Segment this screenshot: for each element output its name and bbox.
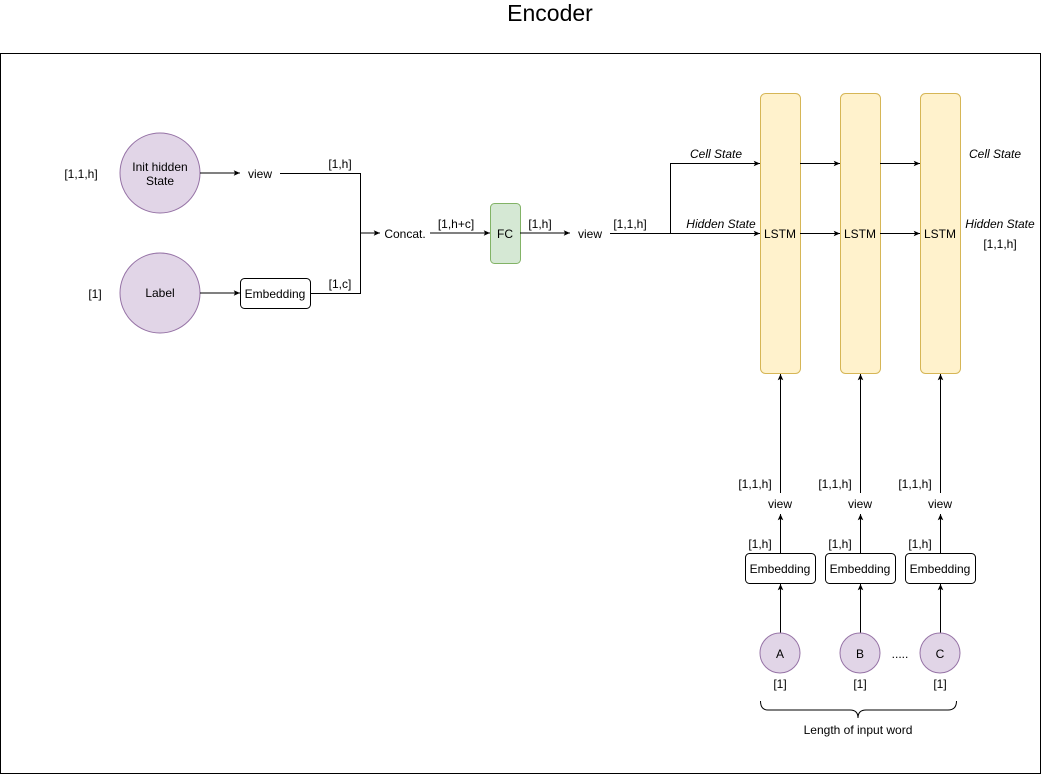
lstm-cell-1-label: LSTM [764, 227, 796, 241]
char-label-2: B [856, 647, 864, 661]
embedding-label-2: Embedding [830, 562, 891, 576]
lstm-cell-2: LSTM [840, 93, 881, 374]
embedding-box-1 [745, 553, 816, 584]
hidden-out-shape: [1,1,h] [983, 237, 1016, 251]
embedding-box-2 [825, 553, 896, 584]
embedding-shape-3: [1,h] [908, 537, 931, 551]
lstm-cell-3: LSTM [920, 93, 961, 374]
init-hidden-label-line2: State [146, 174, 174, 188]
embedding-shape-1: [1,h] [748, 537, 771, 551]
init-hidden-label-line1: Init hidden [132, 160, 187, 174]
char-label-3: C [936, 647, 945, 661]
view-label-2: view [848, 497, 872, 511]
char-circle-1 [759, 632, 801, 674]
length-brace [760, 700, 957, 719]
sequence-ellipsis: ..... [892, 647, 909, 661]
lstm-cell-1: LSTM [760, 93, 801, 374]
label-shape: [1] [88, 287, 101, 301]
embedding-shape-2: [1,h] [828, 537, 851, 551]
view-shape: [1,h] [328, 157, 351, 171]
view-to-lstm-cell-line [670, 160, 760, 233]
char-shape-3: [1] [933, 677, 946, 691]
lstm-cell-3-label: LSTM [924, 227, 956, 241]
embedding-label-1: Embedding [750, 562, 811, 576]
concat-shape: [1,h+c] [438, 217, 474, 231]
fc-shape: [1,h] [528, 217, 551, 231]
char-shape-2: [1] [853, 677, 866, 691]
init-hidden-shape: [1,1,h] [64, 167, 97, 181]
char-circle-2 [839, 632, 881, 674]
label-node: Label [119, 252, 201, 334]
label-node-text: Label [145, 286, 174, 300]
embedding-label: Embedding [245, 287, 306, 301]
embedding-box-3 [905, 553, 976, 584]
hidden-state-label: Hidden State [686, 217, 756, 231]
sequence-column-2: [1,1,h] view [1,h] Embedding B [1] [818, 374, 896, 691]
char-shape-1: [1] [773, 677, 786, 691]
view-shape-2: [1,1,h] [818, 477, 851, 491]
view-shape-3: [1,1,h] [898, 477, 931, 491]
view-label: view [248, 167, 272, 181]
view-shape-1: [1,1,h] [738, 477, 771, 491]
lstm-cell-3-box [920, 93, 961, 374]
embedding-shape: [1,c] [329, 277, 352, 291]
fc-label: FC [497, 227, 513, 241]
concat-label: Concat. [384, 227, 425, 241]
char-label-1: A [776, 647, 784, 661]
sequence-column-1: [1,1,h] view [1,h] Embedding A [1] [738, 374, 816, 691]
sequence-column-3: [1,1,h] view [1,h] Embedding C [1] [898, 374, 976, 691]
view-to-concat-line [280, 173, 361, 294]
diagram-title: Encoder [507, 0, 593, 26]
length-brace-label: Length of input word [804, 723, 913, 737]
init-hidden-node: Init hidden State [119, 132, 201, 214]
view2-label: view [578, 227, 602, 241]
lstm-cell-2-label: LSTM [844, 227, 876, 241]
cell-state-label: Cell State [690, 147, 742, 161]
view-label-1: view [768, 497, 792, 511]
hidden-state-out-label: Hidden State [965, 217, 1035, 231]
embedding-label-3: Embedding [910, 562, 971, 576]
char-circle-3 [919, 632, 961, 674]
view-label-3: view [928, 497, 952, 511]
view2-shape: [1,1,h] [613, 217, 646, 231]
cell-state-out-label: Cell State [969, 147, 1021, 161]
